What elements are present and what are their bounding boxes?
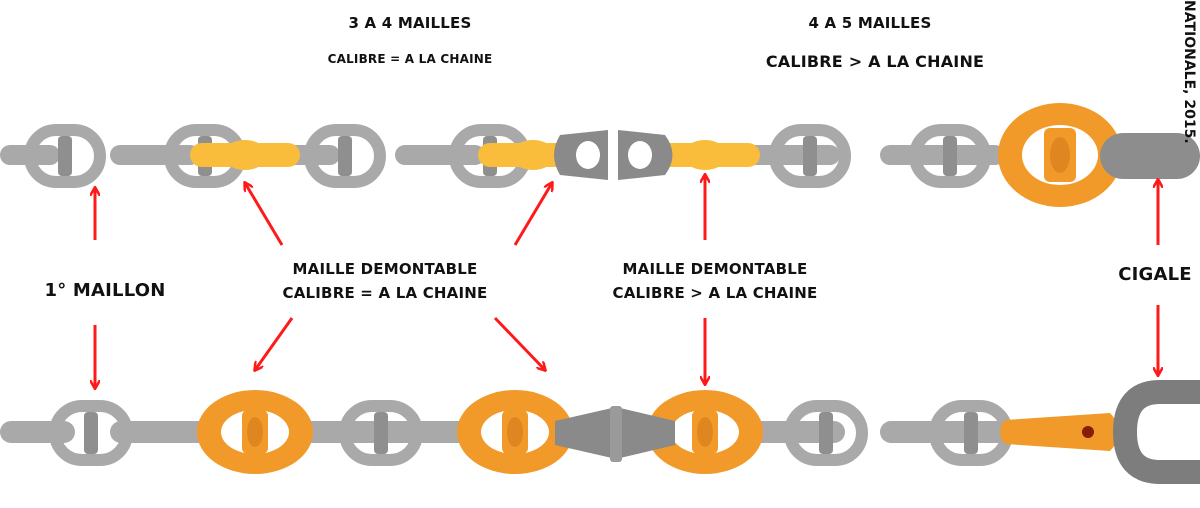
bottom-link-studs — [84, 412, 978, 454]
right-header-subtitle: CALIBRE > A LA CHAINE — [765, 52, 985, 71]
top-studded-links — [24, 124, 991, 188]
detachable-greater-line2: CALIBRE > A LA CHAINE — [612, 284, 818, 302]
bottom-end-link — [1000, 413, 1119, 451]
arrow-detachable-equal-downleft — [255, 317, 294, 370]
detachable-greater-line1: MAILLE DEMONTABLE — [622, 260, 808, 278]
detachable-equal-line1: MAILLE DEMONTABLE — [292, 260, 478, 278]
top-swivel — [554, 130, 673, 180]
arrow-detachable-equal-downright — [493, 316, 545, 370]
annotation-arrows — [95, 175, 1158, 388]
top-shackle-bar — [1100, 133, 1200, 179]
detachable-equal-label: MAILLE DEMONTABLE CALIBRE = A LA CHAINE — [255, 257, 515, 305]
top-chain — [0, 103, 1200, 207]
left-header-title: 3 A 4 MAILLES — [348, 14, 472, 32]
credit-text: NATIONALE, 2015. — [1181, 0, 1197, 144]
pin-hole — [1082, 426, 1094, 438]
first-link-label: 1° MAILLON — [44, 280, 166, 301]
arrow-detachable-equal-upright — [513, 183, 552, 246]
top-end-link — [998, 103, 1122, 207]
detachable-greater-label: MAILLE DEMONTABLE CALIBRE > A LA CHAINE — [580, 257, 850, 305]
arrow-detachable-equal-upleft — [245, 183, 284, 246]
left-header-subtitle: CALIBRE = A LA CHAINE — [327, 52, 493, 66]
shackle-label: CIGALE — [1118, 264, 1192, 285]
right-header-title: 4 A 5 MAILLES — [808, 14, 932, 32]
bottom-shackle — [1112, 380, 1200, 484]
bottom-chain — [0, 380, 1200, 484]
bottom-swivel — [555, 406, 675, 462]
bottom-detachable-links — [197, 390, 763, 474]
detachable-equal-line2: CALIBRE = A LA CHAINE — [282, 284, 488, 302]
